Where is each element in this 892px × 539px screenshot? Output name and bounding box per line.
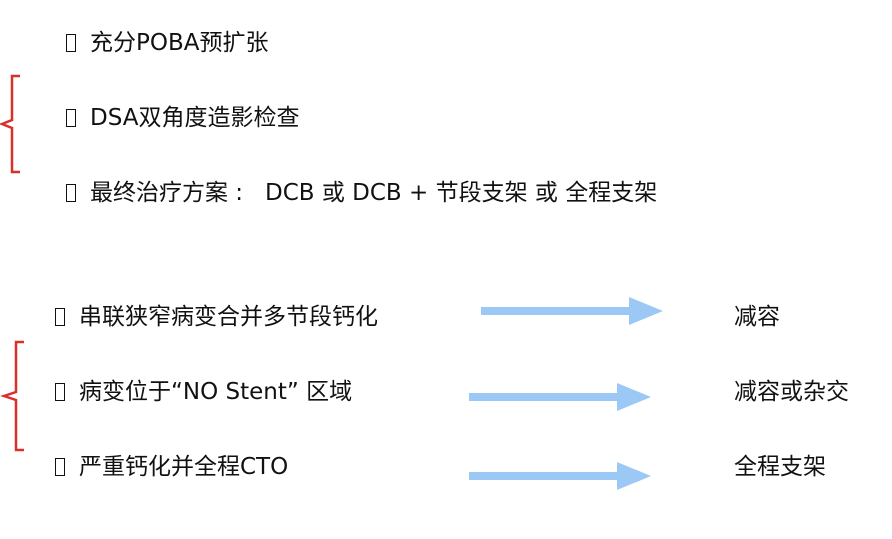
list-item-tandem-stenosis: 串联狭窄病变合并多节段钙化 [55, 302, 378, 332]
item-text: 串联狭窄病变合并多节段钙化 [79, 304, 378, 330]
result-debulking-or-hybrid: 减容或杂交 [734, 379, 849, 405]
group1-bracket-icon [0, 74, 20, 174]
right-arrow-icon [469, 462, 651, 490]
group2-bracket-icon [0, 340, 24, 452]
list-item-severe-calcification: 严重钙化并全程CTO [55, 452, 288, 482]
square-bullet-icon [66, 184, 76, 202]
square-bullet-icon [66, 34, 76, 52]
item-text: 最终治疗方案 : DCB 或 DCB + 节段支架 或 全程支架 [90, 180, 658, 206]
result-debulking: 减容 [734, 304, 780, 330]
square-bullet-icon [66, 109, 76, 127]
item-text: DSA双角度造影检查 [90, 105, 300, 131]
result-full-stent: 全程支架 [734, 454, 826, 480]
square-bullet-icon [55, 383, 65, 401]
list-item-final-plan: 最终治疗方案 : DCB 或 DCB + 节段支架 或 全程支架 [66, 178, 657, 208]
list-item-no-stent-zone: 病变位于“NO Stent” 区域 [55, 377, 352, 407]
right-arrow-icon [469, 383, 651, 411]
square-bullet-icon [55, 458, 65, 476]
list-item-poba: 充分POBA预扩张 [66, 28, 269, 58]
item-text: 充分POBA预扩张 [90, 30, 269, 56]
list-item-dsa: DSA双角度造影检查 [66, 103, 299, 133]
item-text: 病变位于“NO Stent” 区域 [79, 379, 353, 405]
square-bullet-icon [55, 308, 65, 326]
right-arrow-icon [481, 297, 663, 325]
item-text: 严重钙化并全程CTO [79, 454, 289, 480]
